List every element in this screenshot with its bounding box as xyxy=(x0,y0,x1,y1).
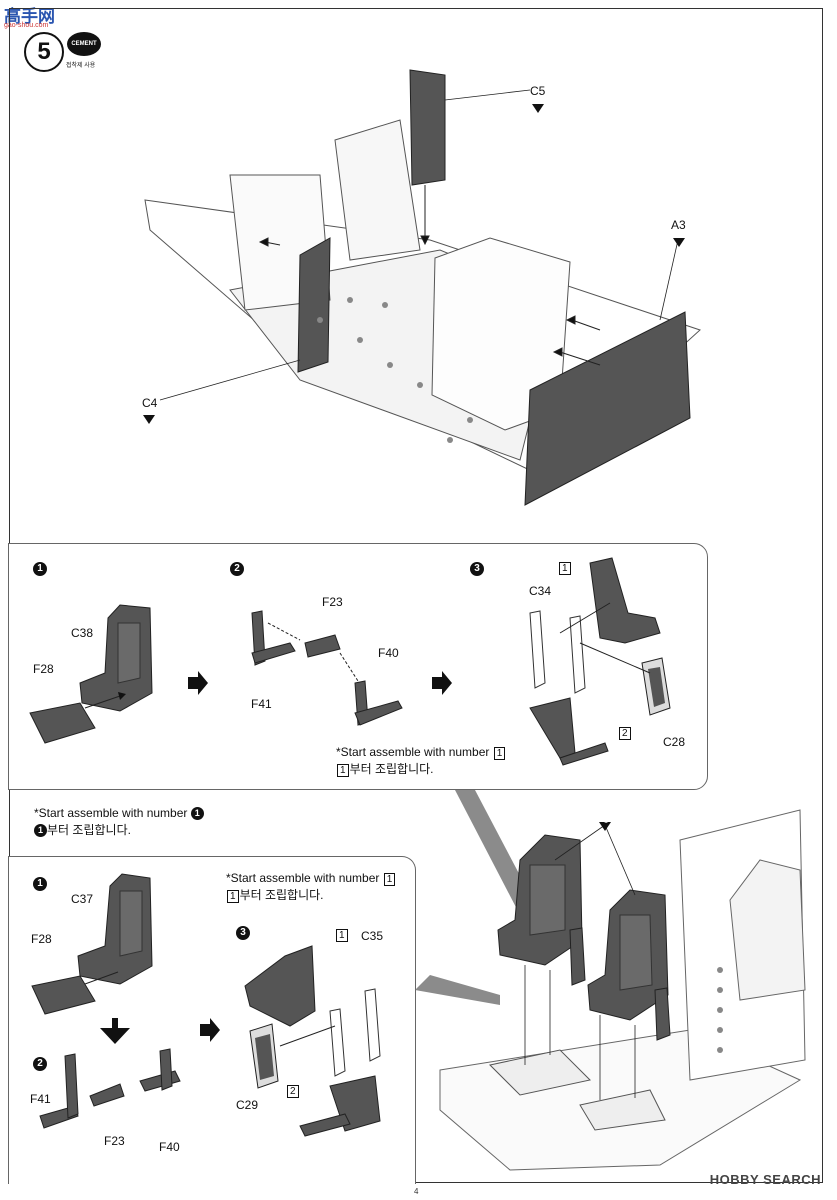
box-marker-1: 1 xyxy=(558,560,572,575)
callout-a3: A3 xyxy=(671,218,686,232)
label-f41: F41 xyxy=(30,1092,51,1106)
box-marker-2: 2 xyxy=(618,725,632,740)
cement-note: 접착제 사용 xyxy=(66,63,96,69)
label-c35: C35 xyxy=(361,929,384,943)
marker-triangle xyxy=(673,234,685,252)
step-number: 5 xyxy=(24,32,64,72)
box-marker-1: 1 xyxy=(335,927,349,942)
label-f41: F41 xyxy=(251,697,272,711)
substep-2: 2 xyxy=(230,562,244,576)
page-number: 4 xyxy=(414,1187,419,1196)
substep-1: 1 xyxy=(33,562,47,576)
cement-icon: CEMENT xyxy=(67,32,101,56)
label-f23: F23 xyxy=(104,1134,125,1148)
substep-3: 3 xyxy=(236,926,250,940)
marker-triangle xyxy=(599,818,611,836)
hobby-search-watermark: HOBBY SEARCH xyxy=(709,1172,821,1187)
site-watermark-logo: 高手网 xyxy=(4,7,55,26)
label-c28: C28 xyxy=(663,735,686,749)
substep-2: 2 xyxy=(33,1057,47,1071)
marker-triangle xyxy=(532,100,544,118)
cockpit-seats-illustration xyxy=(415,790,806,1171)
box-marker-2: 2 xyxy=(286,1083,300,1098)
seat-assembly-illustration-bottom xyxy=(31,873,381,1137)
substep-3: 3 xyxy=(470,562,484,576)
label-f40: F40 xyxy=(159,1140,180,1154)
substep-1: 1 xyxy=(33,877,47,891)
label-f40: F40 xyxy=(378,646,399,660)
main-assembly-illustration xyxy=(144,69,701,506)
label-c38: C38 xyxy=(71,626,94,640)
label-c37: C37 xyxy=(71,892,94,906)
site-watermark-url: gao-shou.com xyxy=(4,22,49,29)
marker-number: 1 xyxy=(604,818,608,825)
callout-c4: C4 xyxy=(142,396,158,410)
callout-c5: C5 xyxy=(530,84,546,98)
label-c34: C34 xyxy=(529,584,552,598)
label-f23: F23 xyxy=(322,595,343,609)
marker-triangle xyxy=(143,411,155,429)
label-c29: C29 xyxy=(236,1098,259,1112)
label-f28: F28 xyxy=(33,662,54,676)
seat-assembly-illustration-top xyxy=(29,557,671,766)
label-f28: F28 xyxy=(31,932,52,946)
